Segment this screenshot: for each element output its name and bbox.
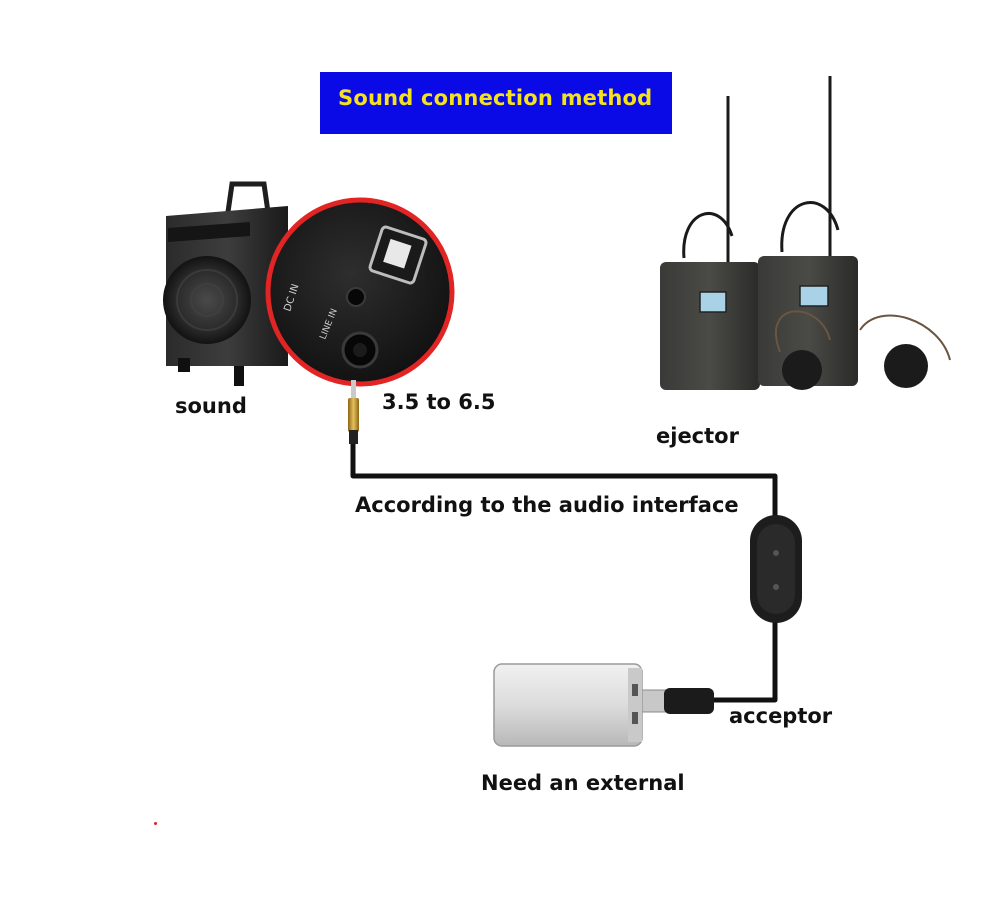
label-audio-interface: According to the audio interface — [355, 493, 739, 517]
label-sound: sound — [175, 394, 247, 418]
label-adapter: 3.5 to 6.5 — [382, 390, 496, 414]
speaker-input-panel-icon: DC IN LINE IN — [265, 197, 455, 387]
bodypack-transmitter-icon — [660, 76, 951, 390]
power-bank-icon — [493, 663, 643, 747]
red-dot-mark — [154, 822, 157, 825]
usb-plug-icon — [639, 688, 714, 714]
wireless-receiver-icon — [750, 515, 802, 623]
trolley-speaker-icon — [163, 181, 288, 386]
label-external-power: Need an external — [481, 771, 685, 795]
diagram-title: Sound connection method — [338, 86, 653, 110]
title-banner: Sound connection method — [320, 72, 672, 134]
label-ejector: ejector — [656, 424, 739, 448]
audio-jack-plug-icon — [348, 380, 359, 444]
label-acceptor: acceptor — [729, 704, 833, 728]
